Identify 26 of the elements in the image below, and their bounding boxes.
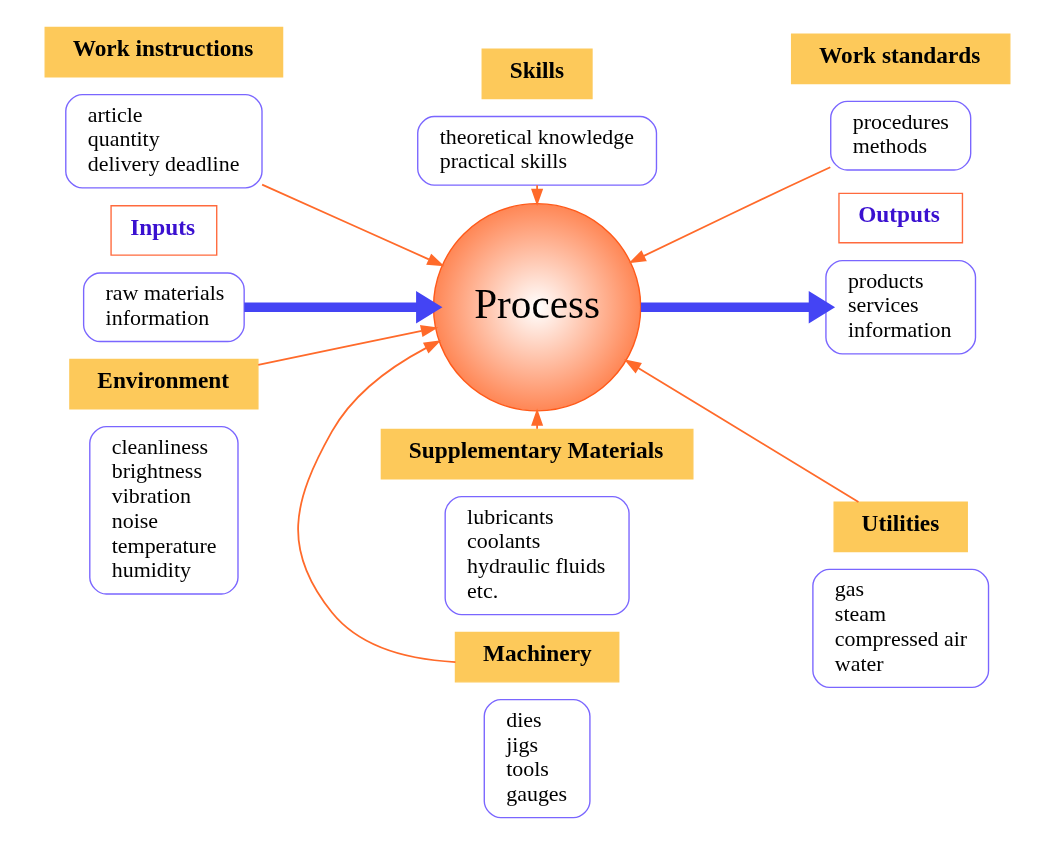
- node-box: dies jigs tools gauges: [483, 698, 591, 819]
- arrow: [244, 291, 443, 324]
- arrow: [624, 359, 860, 503]
- node-box: Inputs: [110, 205, 218, 256]
- node-box: Work standards: [790, 33, 1011, 85]
- node-box: article quantity delivery deadline: [65, 93, 263, 189]
- node-box: products services information: [825, 259, 977, 355]
- arrow: [257, 325, 439, 366]
- node-box: raw materials information: [82, 272, 245, 343]
- node-box: gas steam compressed air water: [812, 568, 990, 688]
- node-box: Work instructions: [44, 26, 284, 78]
- arrow: [531, 184, 544, 207]
- node-box: theoretical knowledge practical skills: [417, 115, 658, 186]
- node-box: Utilities: [833, 501, 968, 553]
- arrow: [628, 166, 832, 264]
- node-box: Outputs: [838, 192, 964, 244]
- node-box: Supplementary Materials: [380, 428, 694, 480]
- node-box: lubricants coolants hydraulic fluids etc.: [444, 495, 630, 616]
- node-box: Environment: [69, 358, 259, 410]
- arrow: [297, 340, 457, 663]
- arrow: [261, 183, 445, 267]
- node-box: cleanliness brightness vibration noise temperature humidity: [89, 425, 239, 595]
- node-box: Skills: [481, 48, 593, 100]
- arrow: [640, 291, 836, 324]
- node-box: Machinery: [454, 631, 620, 683]
- node-box: procedures methods: [830, 100, 972, 171]
